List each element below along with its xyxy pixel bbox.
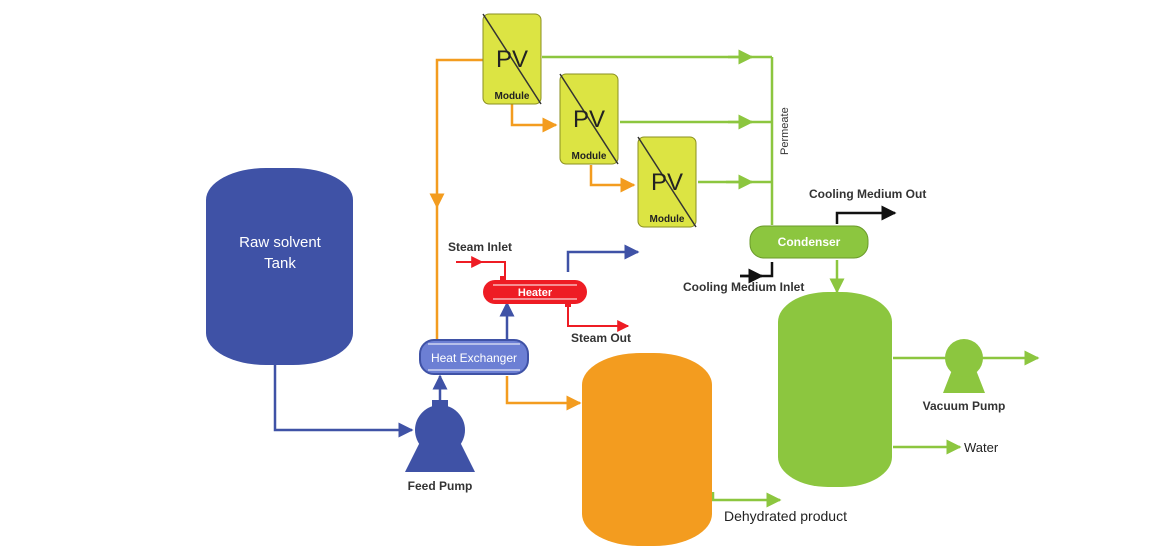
pv-label-3: PV [651,169,683,196]
condenser-label: Condenser [778,235,841,249]
raw-tank-label-1: Raw solvent [239,234,322,251]
dehydrated-product-label: Dehydrated product [724,508,847,524]
permeate-receiver-tank [778,292,892,487]
pv-label-2: PV [573,106,605,133]
pv-label-1: PV [496,46,528,73]
module1-to-module2-line [510,100,558,133]
cooling-medium-inlet-label: Cooling Medium Inlet [683,280,804,294]
water-label: Water [964,440,999,455]
module2-to-module3-line [589,165,636,193]
retentate-stream-lines [429,58,636,411]
steam-inlet-label: Steam Inlet [448,240,512,254]
tank-to-pump-line [273,365,414,438]
condenser: Condenser [749,225,869,259]
permeate-label: Permeate [779,107,791,155]
steam-out-label: Steam Out [571,331,631,345]
steam-lines [456,256,630,332]
module-label-3: Module [650,214,685,225]
dehydrated-product-tank [582,353,712,546]
heater-label: Heater [518,287,553,299]
feed-pump: Feed Pump [405,400,475,493]
raw-tank-label-2: Tank [264,255,296,272]
steam-out-line [567,305,630,332]
module-label-1: Module [495,91,530,102]
cooling-medium-out-label: Cooling Medium Out [809,187,926,201]
feed-pump-label: Feed Pump [408,479,473,493]
feed-stream-lines [273,244,640,438]
heater-to-module3-line [566,244,640,272]
product-out-line [711,492,782,508]
permeate-flow-arrows [726,49,754,190]
vacuum-pump: Vacuum Pump [923,339,1006,413]
module1-return-line [429,58,484,209]
pv-module-2: PV Module [559,73,619,165]
pv-module-3: PV Module [637,136,697,228]
pv-module-1: PV Module [482,13,542,105]
exchanger-to-product-line [505,376,582,411]
cooling-lines [740,205,897,284]
heat-exchanger: Heat Exchanger [419,339,529,375]
vacuum-pump-label: Vacuum Pump [923,399,1006,413]
cooling-inlet-line [740,262,774,278]
raw-solvent-tank: Raw solvent Tank [206,168,353,365]
heater: Heater [483,276,587,307]
cooling-out-line [835,205,897,224]
steam-inlet-line [456,261,506,278]
heat-exchanger-label: Heat Exchanger [431,351,517,365]
module-label-2: Module [572,151,607,162]
